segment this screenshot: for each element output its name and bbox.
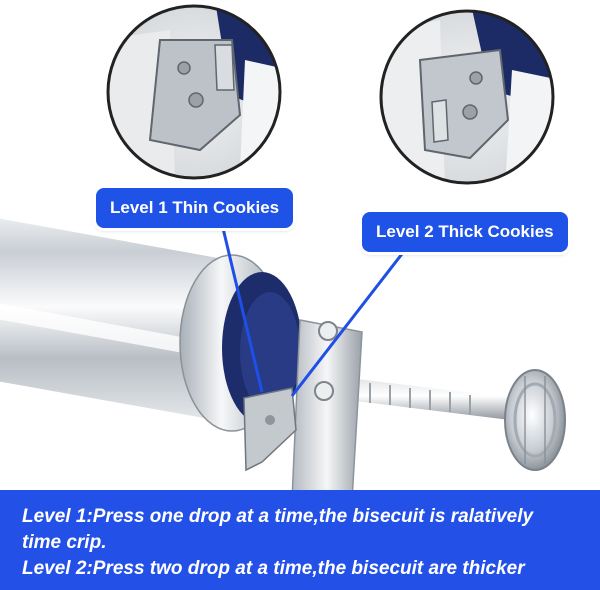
- trigger-handle: [291, 319, 363, 501]
- plunger-knob: [504, 369, 566, 471]
- pointer-line-level2: [290, 249, 407, 397]
- callout-level2-thick-cookies: Level 2 Thick Cookies: [362, 212, 568, 252]
- callout-level1-thin-cookies: Level 1 Thin Cookies: [96, 188, 294, 228]
- caption-banner: Level 1:Press one drop at a time,the bis…: [0, 490, 600, 590]
- zoom-circle-level1: [106, 4, 282, 180]
- caption-line-1: Level 1:Press one drop at a time,the bis…: [22, 506, 534, 527]
- caption-line-2: time crip.: [22, 532, 107, 553]
- press-tube: [0, 218, 240, 420]
- zoom-circle-level2: [379, 9, 555, 185]
- caption-line-3: Level 2:Press two drop at a time,the bis…: [22, 558, 525, 579]
- lever-plate: [243, 387, 297, 472]
- pointer-line-level1: [220, 223, 264, 393]
